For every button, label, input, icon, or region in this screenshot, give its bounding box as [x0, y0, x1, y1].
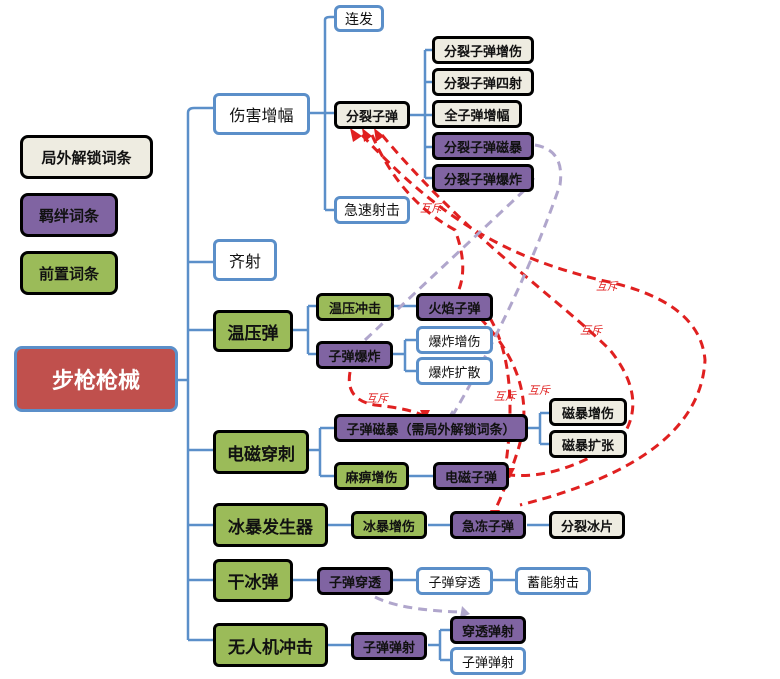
node-explode-dmg[interactable]: 爆炸增伤	[416, 326, 493, 354]
node-thermo[interactable]: 温压弹	[213, 310, 293, 352]
node-storm-dmg[interactable]: 磁暴增伤	[549, 398, 627, 426]
root-rifle[interactable]: 步枪枪械	[14, 346, 178, 412]
node-bullet-explode[interactable]: 子弹爆炸	[316, 341, 393, 369]
exclusive-label: 互斥	[366, 392, 388, 405]
node-thermo-impact[interactable]: 温压冲击	[316, 293, 394, 321]
node-explode-spread[interactable]: 爆炸扩散	[416, 357, 493, 385]
exclusive-label: 互斥	[494, 390, 516, 403]
node-bullet-storm[interactable]: 子弹磁暴（需局外解锁词条）	[334, 414, 528, 442]
legend-prerequisite: 前置词条	[20, 251, 118, 295]
node-dry-ice[interactable]: 干冰弹	[213, 559, 293, 602]
legend-unlock: 局外解锁词条	[20, 135, 153, 179]
node-storm-expand[interactable]: 磁暴扩张	[549, 430, 627, 458]
node-em[interactable]: 电磁穿刺	[213, 430, 309, 474]
node-pierce-ricochet[interactable]: 穿透弹射	[450, 616, 526, 644]
node-volley[interactable]: 齐射	[213, 239, 277, 281]
node-rapid[interactable]: 急速射击	[334, 196, 410, 224]
node-flame[interactable]: 火焰子弹	[416, 293, 493, 321]
node-ricochet[interactable]: 子弹弹射	[450, 647, 526, 675]
node-freeze[interactable]: 急冻子弹	[450, 511, 526, 539]
node-split-dmg[interactable]: 分裂子弹增伤	[432, 36, 534, 64]
node-ice-split[interactable]: 分裂冰片	[549, 511, 625, 539]
node-split-explode[interactable]: 分裂子弹爆炸	[432, 164, 534, 192]
node-em-bullet[interactable]: 电磁子弹	[433, 462, 509, 490]
exclusive-label: 互斥	[528, 384, 550, 397]
node-cryo-dmg[interactable]: 冰暴增伤	[351, 511, 427, 539]
node-split[interactable]: 分裂子弹	[334, 101, 410, 129]
node-charge[interactable]: 蓄能射击	[515, 567, 591, 595]
exclusive-label: 互斥	[596, 280, 618, 293]
node-cryo[interactable]: 冰暴发生器	[213, 503, 328, 547]
exclusive-label: 互斥	[420, 202, 442, 215]
node-burst[interactable]: 连发	[334, 5, 384, 32]
node-all-bullet[interactable]: 全子弹增幅	[432, 100, 522, 128]
legend-bond: 羁绊词条	[20, 193, 118, 237]
node-pierce-bond[interactable]: 子弹穿透	[317, 567, 393, 595]
exclusive-label: 互斥	[580, 324, 602, 337]
node-pierce[interactable]: 子弹穿透	[416, 567, 493, 595]
node-split-storm[interactable]: 分裂子弹磁暴	[432, 132, 534, 160]
node-damage[interactable]: 伤害增幅	[213, 93, 310, 135]
node-split-spread[interactable]: 分裂子弹四射	[432, 68, 534, 96]
node-drone[interactable]: 无人机冲击	[213, 623, 328, 667]
node-paralysis[interactable]: 麻痹增伤	[334, 462, 409, 490]
node-ricochet-bond[interactable]: 子弹弹射	[351, 632, 427, 660]
